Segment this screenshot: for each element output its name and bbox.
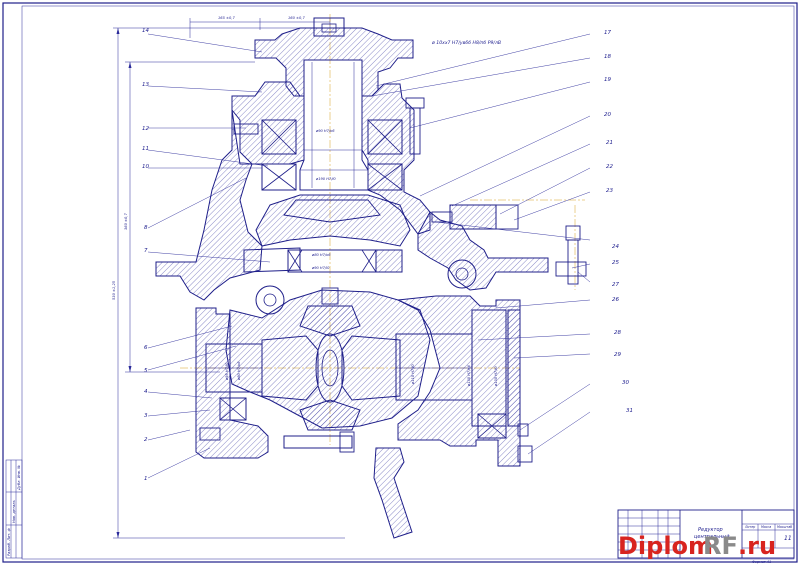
mid-bearing: [287, 249, 377, 273]
callout-2: 2: [144, 437, 148, 443]
callout-30: 30: [622, 380, 629, 386]
bore-label-3: ø80 Н7/к6: [311, 253, 331, 257]
bore-label-9: ø130 Н7/l0: [494, 366, 498, 387]
lower-bearing-right: [367, 163, 403, 191]
site-watermark: Diplom RF .ru: [618, 532, 776, 560]
dim-top-right: 160 ±0,7: [288, 16, 305, 20]
callout-23: 23: [606, 188, 613, 194]
callout-12: 12: [142, 126, 149, 132]
watermark-gray: RF: [703, 532, 738, 560]
lower-bearing-left: [261, 163, 297, 191]
title-line-2: центральный: [694, 534, 730, 540]
main-casing-left: [155, 109, 263, 301]
spider-gear-bottom: [299, 399, 361, 431]
callout-26: 26: [612, 297, 619, 303]
reducer-assembly: [155, 17, 587, 539]
left-output-bearing: [219, 397, 247, 421]
callout-19: 19: [604, 77, 611, 83]
callout-18: 18: [604, 54, 611, 60]
dim-left-inner: 360 ±0,7: [124, 213, 128, 230]
sheet-number: 11: [784, 535, 792, 542]
callout-22: 22: [606, 164, 613, 170]
top-cap: [313, 17, 345, 37]
bore-label-7: ø110 Н7/l0: [411, 364, 415, 385]
bore-label-6: ø80 Н7/к6: [237, 361, 241, 381]
callout-6: 6: [144, 345, 148, 351]
sheet-format: Формат А1: [752, 560, 771, 564]
bore-label-8: ø130 Н7/к6: [467, 364, 471, 387]
callout-17: 17: [604, 30, 611, 36]
callout-13: 13: [142, 82, 149, 88]
title-block: [617, 509, 795, 559]
fit-note: ø 10xx7 Н7/ув6б Н8/пб Р9/лВ: [431, 40, 501, 46]
left-output-flange: [195, 307, 269, 459]
callout-7: 7: [144, 248, 148, 254]
bore-label-5: ø95 Н7/l0: [225, 362, 229, 381]
upper-bearing-left: [261, 119, 297, 155]
callout-5: 5: [144, 368, 148, 374]
right-hub: [447, 259, 477, 289]
title-line-1: Редуктор: [698, 527, 723, 533]
side-label-1: Разраб. Лит. ф: [7, 528, 11, 556]
callout-14: 14: [142, 28, 149, 34]
watermark-suffix: .ru: [738, 532, 776, 560]
dim-top-left: 165 ±0,7: [218, 16, 235, 20]
callout-3: 3: [144, 413, 148, 419]
side-label-2: Нав. деталь: [12, 500, 16, 523]
bore-label-1: ø90 Н7/к6: [315, 129, 335, 133]
right-output-flange: [471, 309, 507, 427]
callouts-right: 17 18 19 20 21 22 23 24 25 27 26 28 29 3…: [604, 30, 633, 414]
side-label-3: Дубл. Инв. №: [17, 465, 21, 491]
callout-11: 11: [142, 146, 149, 152]
bore-label-4: ø90 Н7/l0: [311, 266, 330, 270]
inner-frame: [21, 5, 795, 560]
pinion-shaft: [299, 59, 369, 191]
callout-28: 28: [614, 330, 621, 336]
upper-bearing-right: [367, 119, 403, 155]
callout-31: 31: [626, 408, 633, 414]
callout-24: 24: [612, 244, 619, 250]
mid-shaft: [243, 247, 301, 273]
callout-1: 1: [144, 476, 148, 482]
callout-21: 21: [606, 140, 613, 146]
callouts-left: 14 13 12 11 10 8 7 6 5 4 3 2 1: [142, 28, 149, 482]
callout-20: 20: [604, 112, 611, 118]
callout-25: 25: [612, 260, 619, 266]
title-col-lit: Литер: [744, 525, 755, 529]
drain-bolt: [283, 435, 353, 449]
bore-label-2: ø190 Н7/l0: [315, 177, 336, 181]
leader-lines: [147, 33, 591, 479]
dim-left-outer: 530 ±1,25: [112, 280, 116, 300]
callout-8: 8: [144, 225, 148, 231]
watermark-red: Diplom: [618, 532, 713, 560]
main-casing-right: [417, 211, 549, 291]
title-col-scale: Масштаб: [777, 525, 792, 529]
callout-27: 27: [612, 282, 619, 288]
bevel-gear: [255, 194, 411, 247]
lower-chute: [373, 447, 413, 539]
callout-10: 10: [142, 164, 149, 170]
right-output-bearing: [477, 413, 507, 439]
spider-gear-top: [299, 305, 361, 337]
callout-4: 4: [144, 389, 148, 395]
title-col-mass: Масса: [761, 525, 771, 529]
cross-pin: [315, 333, 345, 403]
side-stamp: [5, 459, 23, 559]
callout-29: 29: [614, 352, 621, 358]
